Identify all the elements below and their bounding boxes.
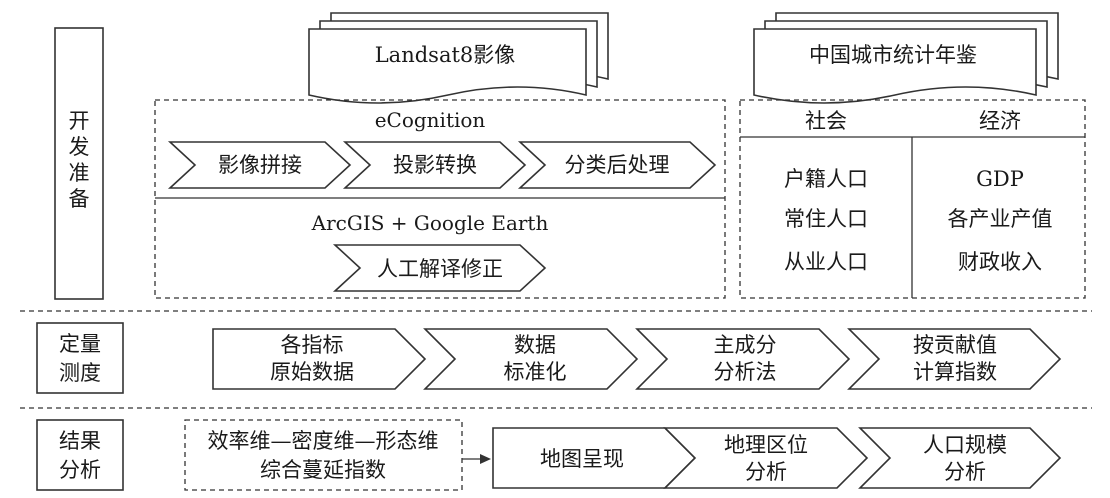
section-label-quant: 定量 测度 [36,322,124,394]
quant-step-4-line-2: 计算指数 [913,360,997,384]
prep-char-4: 备 [69,187,90,211]
economy-header: 经济 [979,109,1021,133]
result-step-3-line-2: 分析 [944,460,986,484]
social-header: 社会 [805,109,847,133]
social-item-2: 常住人口 [784,207,868,231]
step-mosaic-chevron [167,141,352,189]
result-step-3-line-1: 人口规模 [923,433,1007,457]
yearbook-label: 中国城市统计年鉴 [809,43,977,67]
quant-step-4-line-1: 按贡献值 [913,333,997,357]
social-item-1: 户籍人口 [784,167,868,191]
quant-step-1-chevron [212,328,427,390]
step-manual-chevron [332,244,547,292]
section-label-prep: 开 发 准 备 [54,27,104,300]
quant-step-2-line-1: 数据 [514,333,556,357]
sprawl-index-line-1: 效率维—密度维—形态维 [208,429,439,453]
step-postclass-label: 分类后处理 [565,153,670,177]
processing-box: eCognition 影像拼接 投影转换 分类后处理 ArcGIS + Goog… [154,99,726,299]
quant-step-3-line-2: 分析法 [714,360,777,384]
economy-item-2: 各产业产值 [948,207,1053,231]
arcgis-title: ArcGIS + Google Earth [311,211,549,235]
prep-char-3: 准 [69,161,90,185]
result-step-3-chevron [858,427,1062,489]
quant-step-3-line-1: 主成分 [714,333,777,357]
step-projection-chevron [342,141,527,189]
quant-label-line-2: 测度 [59,361,101,385]
quant-steps: 各指标 原始数据 数据 标准化 主成分 分析法 按贡献值 计算指数 [212,328,1062,390]
sprawl-index-line-2: 综合蔓延指数 [260,458,386,482]
result-label-line-2: 分析 [59,458,101,482]
quant-step-3-chevron [635,328,851,390]
result-flow: 效率维—密度维—形态维 综合蔓延指数 地图呈现 地理区位 分析 人口规模 分析 [184,419,1062,491]
yearbook-document-stack: 中国城市统计年鉴 [753,12,1059,104]
quant-label-line-1: 定量 [59,332,101,356]
quant-step-1-line-2: 原始数据 [270,360,354,384]
quant-step-4-chevron [847,328,1062,390]
step-manual-label: 人工解译修正 [377,257,503,281]
economy-item-1: GDP [976,167,1024,191]
ecognition-title: eCognition [375,108,486,132]
result-step-2-line-2: 分析 [745,460,787,484]
landsat-label: Landsat8影像 [375,43,516,67]
result-arrow-head [480,454,491,464]
sprawl-index-box [184,419,463,491]
result-step-2-line-1: 地理区位 [724,433,808,457]
quant-step-2-line-2: 标准化 [504,360,567,384]
social-item-3: 从业人口 [784,250,868,274]
result-label-line-1: 结果 [59,429,101,453]
step-projection-label: 投影转换 [393,153,477,177]
step-mosaic-label: 影像拼接 [218,153,302,177]
economy-item-3: 财政收入 [958,250,1042,274]
section-label-result: 结果 分析 [36,419,124,491]
step-postclass-chevron [517,141,717,189]
prep-char-2: 发 [69,135,90,159]
landsat-document-stack: Landsat8影像 [308,12,609,104]
result-step-1-line-1: 地图呈现 [540,447,624,471]
prep-char-1: 开 [69,109,90,133]
quant-step-2-chevron [423,328,639,390]
result-step-2-chevron [663,427,869,489]
quant-step-1-line-1: 各指标 [281,333,344,357]
statistics-box: 社会 经济 户籍人口 常住人口 从业人口 GDP 各产业产值 财政收入 [739,99,1086,299]
